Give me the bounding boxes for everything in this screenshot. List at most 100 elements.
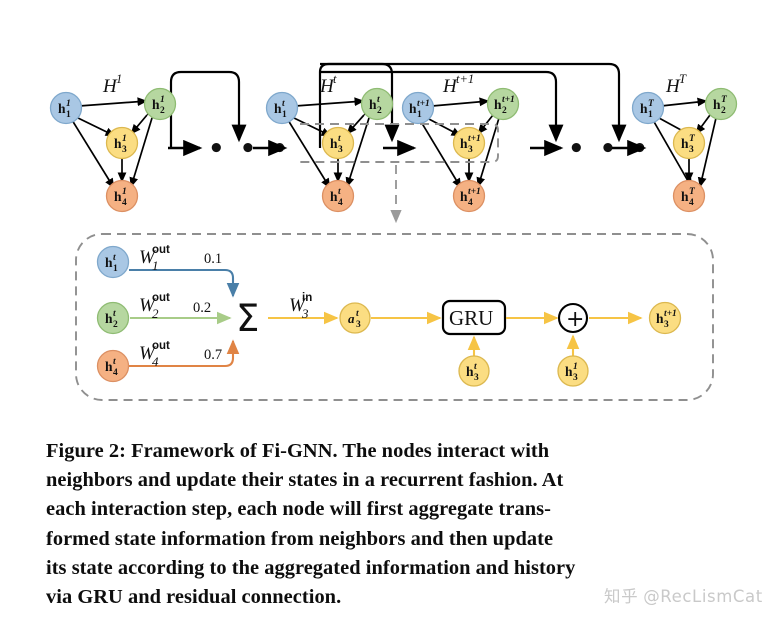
node-h1-t[interactable]: h 1 t <box>265 91 299 125</box>
caption-line-5: its state according to the aggregated in… <box>46 556 576 579</box>
node-h2-t-base: h <box>369 97 377 112</box>
node-detail-h4-sup: t <box>113 357 116 367</box>
edge-t-1-2 <box>285 97 365 112</box>
gru-unit[interactable]: GRU <box>441 299 507 336</box>
transform-label: W <box>289 295 307 316</box>
node-h1-t1-base: h <box>409 101 417 116</box>
node-h4-1-base: h <box>114 189 122 204</box>
weight-label-1: W <box>139 247 157 268</box>
node-residual-base: h <box>565 364 573 379</box>
node-detail-h2-sub: 2 <box>113 320 118 330</box>
edge-t1-1-2 <box>422 97 490 112</box>
node-h2-t-sub: 2 <box>377 106 382 116</box>
edge-T-1-2 <box>651 97 708 112</box>
detail-box-outline <box>75 233 714 401</box>
node-h4-t1-sub: 4 <box>468 198 473 208</box>
node-h4-1-sup: 1 <box>122 187 127 197</box>
node-h2-T-base: h <box>713 97 721 112</box>
weight-label-4: W <box>139 343 157 364</box>
highlight-region-outline <box>300 123 499 163</box>
caption-line-1: Figure 2: Framework of Fi-GNN. The nodes… <box>46 440 550 462</box>
graph-block-step-T: H T h 1 T h 2 T h 3 <box>631 72 738 213</box>
node-h2-T[interactable]: h 2 T <box>704 87 738 121</box>
skip-bridge-4 <box>320 62 627 143</box>
node-h4-T-base: h <box>681 189 689 204</box>
node-detail-h4-sub: 4 <box>113 368 118 378</box>
weighted-edge-1 <box>129 268 240 298</box>
node-h1-t-base: h <box>274 101 282 116</box>
transform-sup: in <box>302 292 312 304</box>
node-h2-1-sup: 1 <box>160 95 165 105</box>
weight-value-4: 0.7 <box>204 347 222 363</box>
node-h3-t[interactable]: h 3 t <box>321 126 355 160</box>
edge-t1-2-4 <box>476 107 507 188</box>
node-h3-t1-base: h <box>460 136 468 151</box>
weight-sup-2: out <box>152 292 170 304</box>
node-detail-h2-base: h <box>105 311 113 326</box>
node-h2-t1[interactable]: h 2 t+1 <box>486 87 520 121</box>
node-h3-t-base: h <box>330 136 338 151</box>
residual-add-operator[interactable]: + <box>557 302 589 334</box>
edge-t1-1-3 <box>416 109 462 137</box>
transform-sub: 3 <box>301 306 309 321</box>
node-h4-t[interactable]: h 4 t <box>321 179 355 213</box>
weight-sup-1: out <box>152 244 170 256</box>
node-detail-h1-t[interactable]: h 1 t <box>96 245 130 279</box>
node-h4-T[interactable]: h 4 T <box>672 179 706 213</box>
node-h1-t-sub: 1 <box>282 110 287 120</box>
node-h3-T[interactable]: h 3 T <box>672 126 706 160</box>
node-detail-h4-t[interactable]: h 4 t <box>96 349 130 383</box>
detail-input-row-2: W 2 out 0.2 h 2 t <box>96 292 232 335</box>
weight-sub-4: 4 <box>152 354 159 369</box>
node-h3-t1[interactable]: h 3 t+1 <box>452 126 486 160</box>
node-output-sup: t+1 <box>664 309 677 319</box>
node-a3-base: a <box>348 311 355 326</box>
node-h4-1[interactable]: h 4 1 <box>105 179 139 213</box>
node-aggregate-a3[interactable]: a 3 t <box>339 302 371 334</box>
node-h2-t1-sub: 2 <box>502 106 507 116</box>
graph-block-step-1: H 1 h 1 1 h 2 1 h 3 <box>49 72 177 213</box>
node-h4-t1-base: h <box>460 189 468 204</box>
node-h2-t1-sup: t+1 <box>502 95 515 105</box>
edge-2-4 <box>129 107 160 188</box>
node-h3-1-base: h <box>114 136 122 151</box>
node-h1-t1-sub: 1 <box>417 110 422 120</box>
node-h1-T[interactable]: h 1 T <box>631 91 665 125</box>
caption-line-6: via GRU and residual connection. <box>46 586 342 609</box>
node-h2-T-sub: 2 <box>721 106 726 116</box>
weight-label-2: W <box>139 295 157 316</box>
node-h1-T-sup: T <box>648 99 655 109</box>
node-output-h3-t1[interactable]: h 3 t+1 <box>648 301 682 335</box>
graph-label-Ht-sup: t <box>333 72 337 86</box>
node-h2-t-sup: t <box>377 95 380 105</box>
node-h2-1-base: h <box>152 97 160 112</box>
add-symbol: + <box>566 307 584 332</box>
edge-1-2 <box>69 97 148 112</box>
node-h4-T-sub: 4 <box>689 198 694 208</box>
node-h2-t[interactable]: h 2 t <box>360 87 394 121</box>
node-detail-h2-sup: t <box>113 309 116 319</box>
weight-value-1: 0.1 <box>204 251 222 267</box>
node-gru-state-h3-t[interactable]: h 3 t <box>458 355 490 387</box>
graph-label-H1-sup: 1 <box>116 72 122 86</box>
watermark: 知乎@RecLismCat <box>604 583 763 607</box>
graph-block-step-t: H t h 1 t h 2 t h 3 <box>265 72 394 213</box>
node-detail-h2-t[interactable]: h 2 t <box>96 301 130 335</box>
transform-stage: W 3 in <box>268 292 339 325</box>
node-detail-h1-sub: 1 <box>113 264 118 274</box>
edge-1-4 <box>63 109 115 189</box>
node-h2-1-sub: 2 <box>160 106 165 116</box>
node-h1-t1[interactable]: h 1 t+1 <box>401 91 435 125</box>
node-h1-1[interactable]: h 1 1 <box>49 91 83 125</box>
node-h3-1[interactable]: h 3 1 <box>105 126 139 160</box>
node-h1-1-sub: 1 <box>66 110 71 120</box>
node-h3-t-sub: 3 <box>338 145 343 155</box>
node-h1-t-sup: t <box>282 99 285 109</box>
node-h2-1[interactable]: h 2 1 <box>143 87 177 121</box>
gru-label: GRU <box>449 306 493 330</box>
node-h4-t1[interactable]: h 4 t+1 <box>452 179 486 213</box>
graph-label-HT: H <box>665 76 681 97</box>
node-residual-h3-1[interactable]: h 3 1 <box>557 355 589 387</box>
gru-box <box>441 299 507 336</box>
skip-bridge-1 <box>169 70 247 148</box>
